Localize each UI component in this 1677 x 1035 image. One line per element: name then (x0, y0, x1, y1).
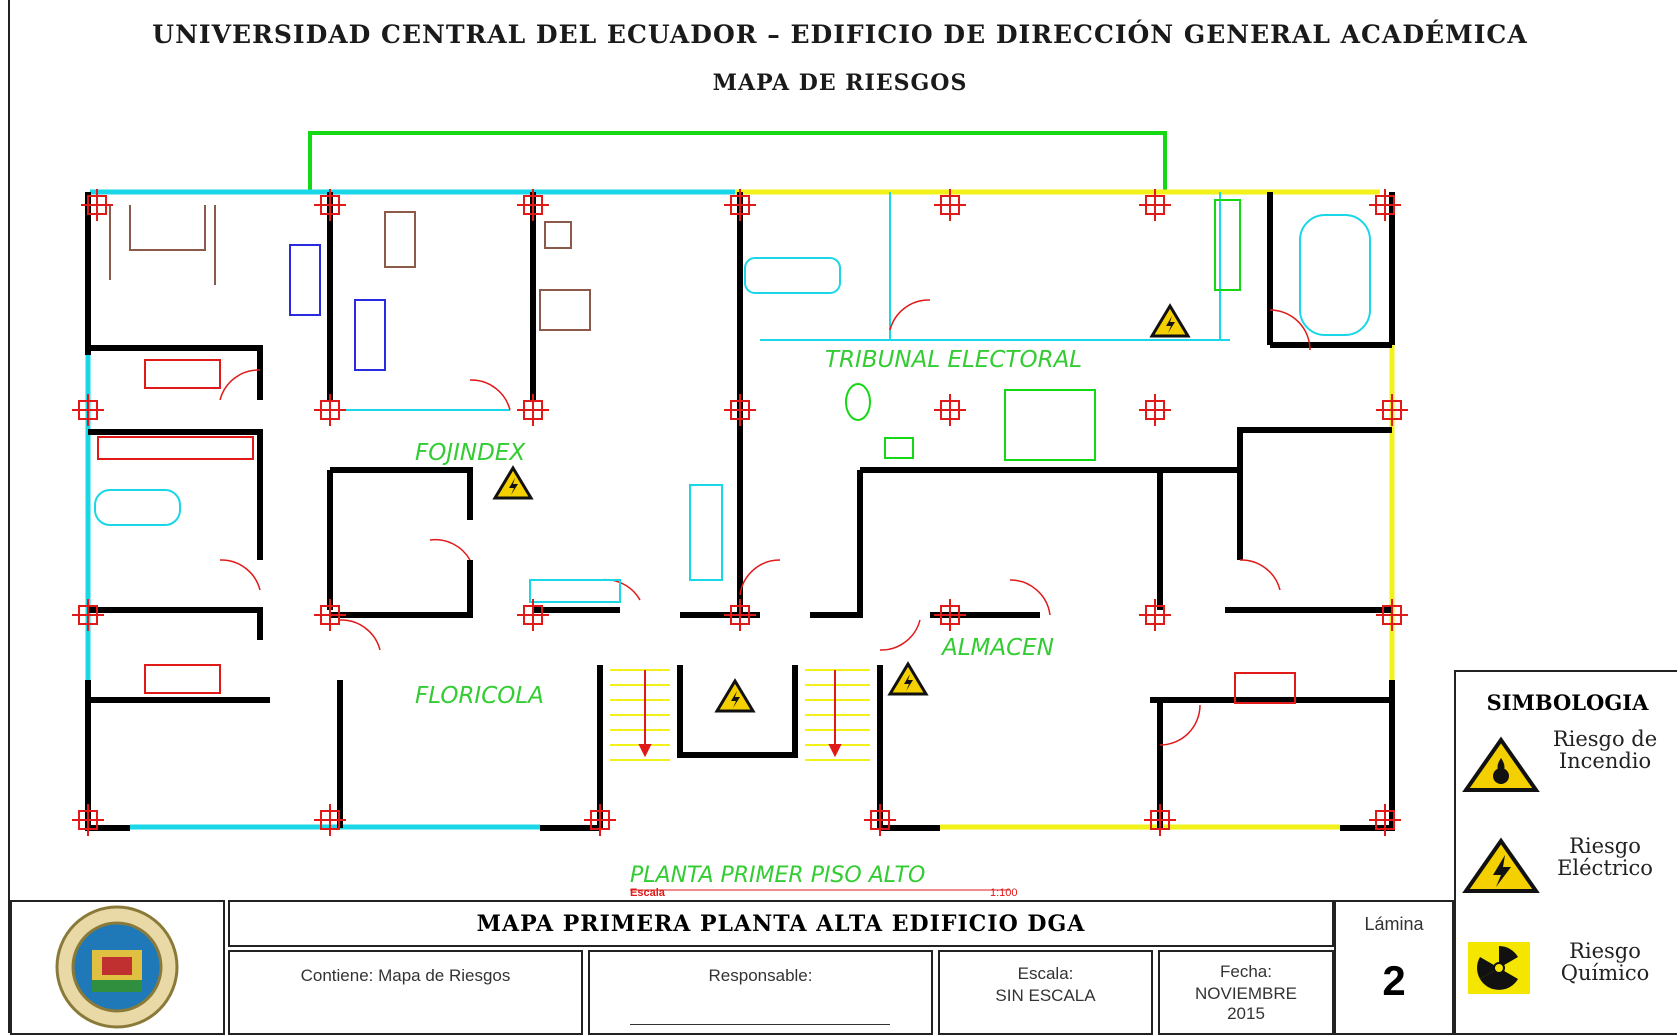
walls (85, 192, 1395, 831)
legend-item-chemical: Riesgo Químico (1462, 940, 1662, 1020)
lamina-cell: Lámina 2 (1334, 900, 1454, 1035)
electric-risk-marker-1 (493, 466, 533, 500)
plan-scale-label: Escala (630, 887, 666, 899)
university-seal-logo (55, 905, 179, 1029)
stair-arrows (638, 670, 842, 758)
signature-line (630, 1024, 890, 1025)
legend-label-chemical: Riesgo Químico (1560, 939, 1650, 985)
date-year: 2015 (1227, 1004, 1265, 1023)
legend-item-electric: Riesgo Eléctrico (1462, 835, 1662, 915)
map-title-cell: MAPA PRIMERA PLANTA ALTA EDIFICIO DGA (228, 900, 1334, 947)
document-title: UNIVERSIDAD CENTRAL DEL ECUADOR – EDIFIC… (152, 20, 1528, 49)
lamina-number: 2 (1382, 957, 1406, 1004)
electric-risk-marker-4 (715, 679, 755, 713)
plan-caption: PLANTA PRIMER PISO ALTO (630, 863, 925, 888)
room-tribunal-electoral: TRIBUNAL ELECTORAL (825, 347, 1082, 373)
electric-risk-icon (1462, 837, 1540, 893)
legend-title: SIMBOLOGIA (1486, 690, 1649, 715)
room-floricola: FLORICOLA (415, 683, 544, 709)
plan-scale-value: 1:100 (990, 887, 1018, 899)
scale-cell: Escala: SIN ESCALA (938, 950, 1153, 1035)
furniture (94, 199, 1371, 704)
scale-value: SIN ESCALA (995, 986, 1096, 1005)
evacuation-route-top (308, 131, 1167, 192)
date-cell: Fecha: NOVIEMBRE 2015 (1158, 950, 1334, 1035)
room-labels: FOJINDEX TRIBUNAL ELECTORAL FLORICOLA AL… (415, 347, 1082, 888)
logo-cell (10, 900, 225, 1035)
document-subtitle: MAPA DE RIESGOS (712, 70, 968, 96)
responsible-label: Responsable: (708, 966, 813, 985)
responsible-cell: Responsable: (588, 950, 933, 1035)
room-almacen: ALMACEN (940, 635, 1054, 661)
room-fojindex: FOJINDEX (415, 440, 526, 466)
legend-item-fire: Riesgo de Incendio (1462, 728, 1662, 808)
fire-risk-icon (1462, 736, 1540, 792)
page-frame (8, 0, 1670, 1033)
chemical-risk-icon (1468, 942, 1530, 994)
scale-label: Escala: (1017, 964, 1074, 983)
lamina-label: Lámina (1364, 914, 1424, 934)
legend-label-fire: Riesgo de Incendio (1552, 727, 1658, 773)
contains-cell: Contiene: Mapa de Riesgos (228, 950, 583, 1035)
electric-risk-marker-2 (1150, 304, 1190, 338)
date-month: NOVIEMBRE (1194, 984, 1298, 1003)
doors (219, 299, 1311, 746)
legend-label-electric: Riesgo Eléctrico (1557, 834, 1653, 880)
electric-risk-marker-3 (888, 662, 928, 696)
partitions (330, 192, 1230, 411)
date-label: Fecha: (1220, 962, 1272, 981)
map-title: MAPA PRIMERA PLANTA ALTA EDIFICIO DGA (476, 911, 1086, 937)
contains-text: Contiene: Mapa de Riesgos (300, 966, 511, 985)
